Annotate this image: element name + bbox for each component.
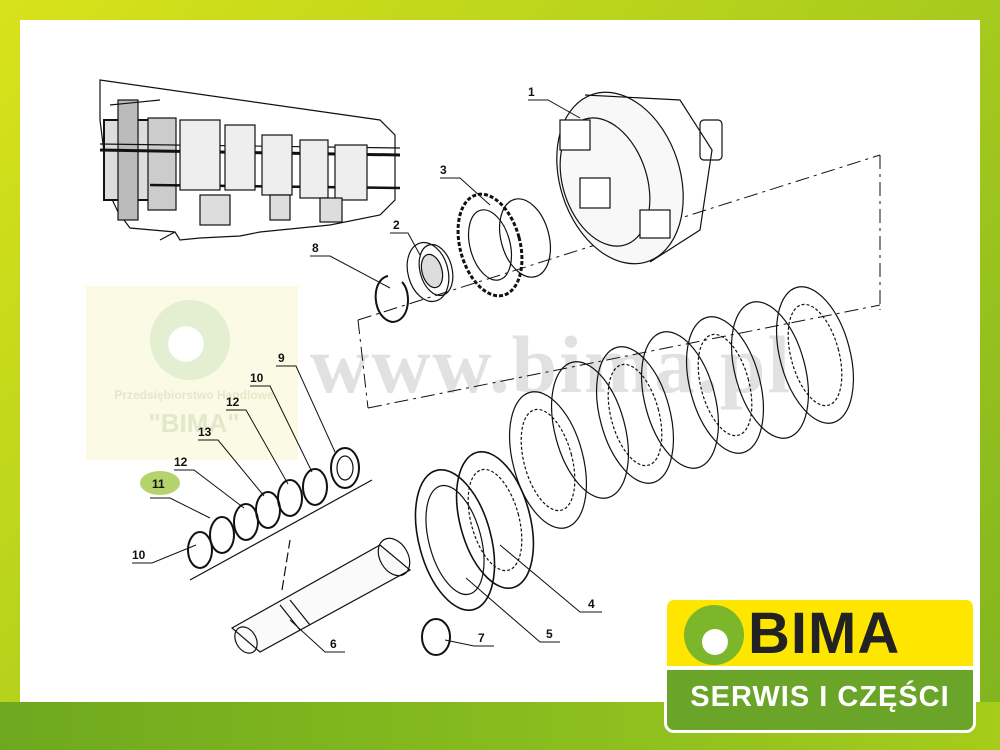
callout-13: 13 xyxy=(198,425,212,439)
callout-10-top: 10 xyxy=(250,371,264,385)
part-7-circlip xyxy=(421,618,451,656)
callout-8: 8 xyxy=(312,241,319,255)
highlight-11 xyxy=(140,471,180,495)
watermark-company: Przedsiębiorstwo Handlowe xyxy=(114,388,274,402)
part-2-bearing xyxy=(406,241,454,303)
callout-12-bottom: 12 xyxy=(174,455,188,469)
callout-7: 7 xyxy=(478,631,485,645)
callout-5: 5 xyxy=(546,627,553,641)
callout-9: 9 xyxy=(278,351,285,365)
logo-ball-icon xyxy=(702,629,728,655)
part-6-shaft xyxy=(230,537,412,654)
logo-bottom-panel xyxy=(664,667,976,733)
gearbox-cutaway xyxy=(99,79,401,241)
callout-11: 11 xyxy=(152,477,165,491)
part-3-gear xyxy=(456,192,551,298)
part-8-circlip xyxy=(374,275,409,324)
callout-6: 6 xyxy=(330,637,337,651)
part-1-clutch-drum xyxy=(556,91,723,265)
logo-tagline: SERWIS I CZĘŚCI xyxy=(690,681,950,713)
leader-lines xyxy=(132,99,602,653)
clutch-plates xyxy=(414,286,854,611)
bima-logo: BIMA SERWIS I CZĘŚCI xyxy=(664,597,976,733)
callout-1: 1 xyxy=(528,85,535,99)
callout-10-bottom: 10 xyxy=(132,548,146,562)
callout-12-top: 12 xyxy=(226,395,240,409)
callout-2: 2 xyxy=(393,218,400,232)
watermark-name: "BIMA" xyxy=(148,408,240,438)
callout-3: 3 xyxy=(440,163,447,177)
logo-brand: BIMA xyxy=(748,601,901,666)
small-rings xyxy=(187,447,373,581)
watermark-url: www.bima.pl xyxy=(310,319,793,410)
watermark-logo-circle xyxy=(150,300,230,380)
callout-4: 4 xyxy=(588,597,595,611)
